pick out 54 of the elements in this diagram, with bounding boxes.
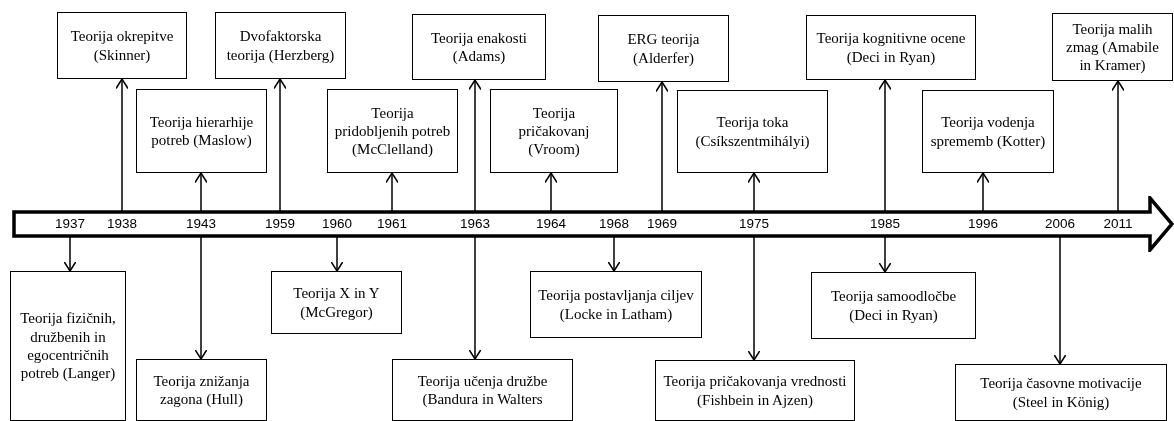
theory-box: Teorija fizičnih, družbenih in egocentričnih potreb (Langer) [10,271,126,421]
theory-box: Teorija toka (Csíkszentmihályi) [677,90,828,173]
theory-box: Teorija znižanja zagona (Hull) [136,359,267,421]
theory-box: Teorija časovne motivacije (Steel in König) [955,364,1167,421]
arrow [878,79,892,213]
year-label: 1937 [50,212,90,236]
theory-box: Teorija postavljanja ciljev (Locke in Latham) [530,271,702,338]
year-label: 1969 [642,212,682,236]
arrow [878,235,892,273]
arrow [273,78,287,213]
year-label: 1985 [865,212,905,236]
arrow [1111,80,1125,213]
arrow [385,172,399,213]
arrow [468,235,482,360]
arrow [747,172,761,213]
year-label: 1968 [594,212,634,236]
theory-box: Dvofaktorska teorija (Herzberg) [215,12,346,79]
theory-box: Teorija učenja družbe (Bandura in Walters [392,359,573,421]
year-label: 1960 [317,212,357,236]
year-label: 1963 [455,212,495,236]
theory-box: Teorija malih zmag (Amabile in Kramer) [1052,13,1173,81]
theory-box: Teorija kognitivne ocene (Deci in Ryan) [806,15,976,80]
theory-box: Teorija pričakovanj (Vroom) [490,89,618,173]
year-label: 2006 [1040,212,1080,236]
year-label: 1959 [260,212,300,236]
theory-box: Teorija enakosti (Adams) [412,14,546,80]
arrow [468,79,482,213]
theory-box: Teorija pričakovanja vrednosti (Fishbein in Ajzen) [655,360,855,421]
arrow [976,172,990,213]
year-label: 1975 [734,212,774,236]
theory-box: Teorija X in Y (McGregor) [271,271,402,334]
theory-box: Teorija vodenja sprememb (Kotter) [922,90,1054,173]
year-label: 1943 [181,212,221,236]
year-label: 1938 [102,212,142,236]
arrow [544,172,558,213]
year-label: 1961 [372,212,412,236]
arrow [63,235,77,272]
theory-box: Teorija pridobljenih potreb (McClelland) [327,89,458,173]
year-label: 1996 [963,212,1003,236]
year-label: 2011 [1098,212,1138,236]
timeline-arrow [12,196,1174,252]
arrow [194,235,208,360]
arrow [194,172,208,213]
year-label: 1964 [531,212,571,236]
arrow [747,235,761,361]
theory-box: Teorija hierarhije potreb (Maslow) [136,89,267,173]
arrow [115,78,129,213]
theory-box: ERG teorija (Alderfer) [598,15,729,82]
arrow [1053,235,1067,365]
theory-box: Teorija okrepitve (Skinner) [57,12,187,79]
theory-box: Teorija samoodločbe (Deci in Ryan) [811,272,976,339]
arrow [330,235,344,272]
arrow [607,235,621,272]
arrow [655,81,669,213]
